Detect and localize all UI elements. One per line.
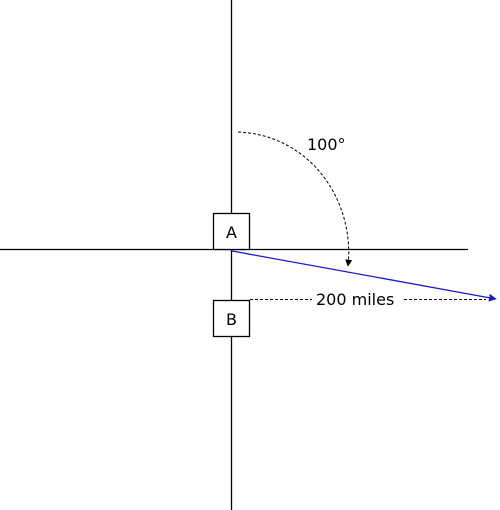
point-b-marker: B [212, 299, 251, 338]
bearing-line [231, 250, 497, 302]
distance-label: 200 miles [316, 290, 394, 309]
angle-label: 100° [307, 135, 346, 154]
point-b-box [212, 299, 251, 338]
point-b-label: B [226, 310, 237, 329]
point-a-box [212, 212, 251, 251]
point-a-marker: A [212, 212, 251, 251]
point-a-label: A [226, 223, 237, 242]
angle-arc [237, 131, 353, 267]
